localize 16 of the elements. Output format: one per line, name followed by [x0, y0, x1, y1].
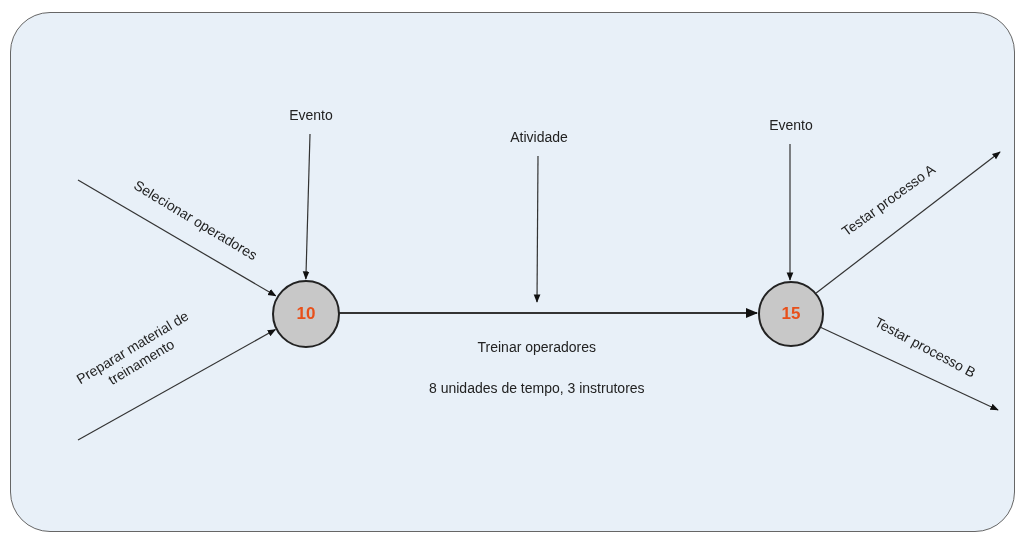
diagram-panel: [10, 12, 1015, 532]
event-circle: 10: [272, 280, 340, 348]
arrow: [302, 133, 311, 280]
edge-label: Treinar operadores: [477, 338, 597, 356]
node-label: Evento: [281, 107, 341, 127]
arrow: [338, 307, 759, 319]
event-circle: 15: [758, 281, 824, 347]
arrow: [786, 143, 794, 281]
note-text: 8 unidades de tempo, 3 instrutores: [429, 379, 645, 397]
node-label: Atividade: [501, 129, 577, 149]
arrow: [533, 155, 541, 303]
arrow: [815, 151, 1001, 294]
arrow: [77, 179, 277, 297]
arrow: [819, 326, 999, 411]
node-label: Evento: [761, 117, 821, 137]
arrow: [77, 329, 277, 441]
